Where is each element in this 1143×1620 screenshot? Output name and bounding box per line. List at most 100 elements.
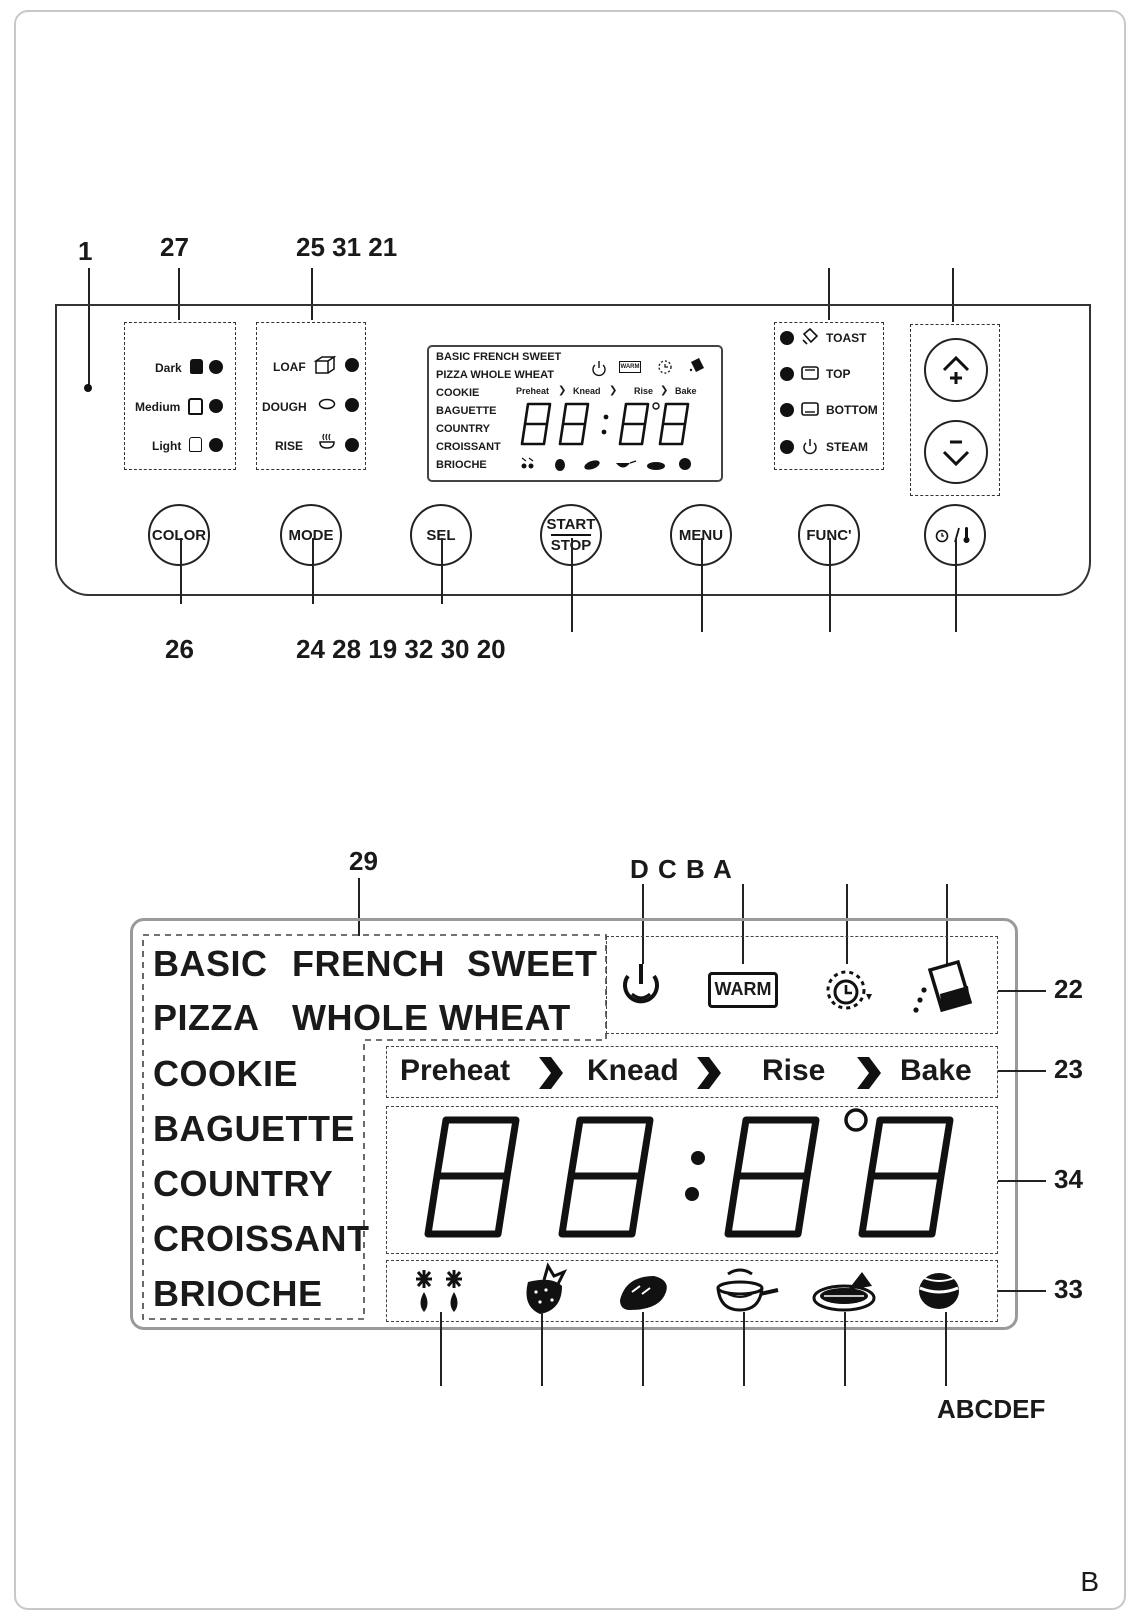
leader-line [358, 878, 360, 936]
program-region-outline [142, 934, 607, 1320]
color-button[interactable]: COLOR [148, 504, 210, 566]
mini-power-icon [592, 361, 606, 377]
rise-steam-icon [319, 433, 335, 449]
loaf-medium-icon [188, 398, 203, 415]
yogurt-bowl-icon [716, 1268, 779, 1312]
lcd-program: COUNTRY [153, 1163, 334, 1204]
leader-line [998, 1180, 1046, 1182]
leader-line [312, 538, 314, 604]
toast-icon [802, 327, 819, 345]
callout-34: 34 [1054, 1164, 1083, 1194]
time-digit-region [386, 1106, 998, 1254]
leader-line [998, 1290, 1046, 1292]
rice-cake-icon [919, 1273, 959, 1309]
mode-button[interactable]: MODE [280, 504, 342, 566]
stage-rise: Rise [762, 1054, 826, 1087]
stage-chevron-icon [539, 1057, 563, 1089]
leader-line [701, 538, 703, 632]
mode-label-loaf: LOAF [273, 360, 306, 374]
mini-bottom-icons [521, 457, 691, 471]
leader-line [178, 268, 180, 320]
callout-23: 23 [1054, 1054, 1083, 1084]
lcd-program-pizza: PIZZA [153, 997, 260, 1038]
increase-button[interactable] [924, 338, 988, 402]
mini-stage-rise: Rise [634, 386, 654, 396]
stage-preheat: Preheat [400, 1054, 511, 1087]
top-heat-icon [801, 366, 819, 380]
leader-line [541, 1312, 543, 1386]
mode-indicator-group [256, 322, 366, 470]
stop-label: STOP [551, 538, 592, 553]
leader-line [440, 1312, 442, 1386]
lcd-program-whole-wheat: WHOLE WHEAT [292, 997, 571, 1038]
stage-chevron-icon [697, 1057, 721, 1089]
lcd-program: CROISSANT [153, 1218, 370, 1259]
lcd-program-basic: BASIC [153, 943, 268, 984]
status-icon-region [606, 936, 998, 1034]
leader-line [945, 1312, 947, 1386]
mini-stage-chevron: ❯ [609, 385, 618, 396]
callout-abcdef: ABCDEF [937, 1394, 1046, 1424]
mini-stage-chevron: ❯ [558, 385, 567, 396]
page-frame [14, 10, 1126, 1610]
led-toast [780, 331, 794, 345]
mode-label-dough: DOUGH [262, 400, 307, 414]
led-rise [345, 438, 359, 452]
mini-stage-chevron: ❯ [660, 385, 669, 396]
cake-pizza-icon [812, 1272, 876, 1312]
callout-25-31-21: 25 31 21 [296, 232, 398, 262]
leader-line [743, 1312, 745, 1386]
leader-line [846, 884, 848, 964]
leader-line [742, 884, 744, 964]
start-label: START [546, 516, 596, 533]
stage-bake: Bake [900, 1054, 972, 1087]
mini-stage-knead: Knead [573, 386, 601, 396]
chevron-up-plus-icon [942, 355, 970, 384]
function-indicator-group [774, 322, 884, 470]
led-steam [780, 440, 794, 454]
bottom-heat-icon [801, 402, 819, 416]
panel-top-edge [55, 304, 1091, 306]
leader-line [998, 990, 1046, 992]
mini-stage-bake: Bake [675, 386, 697, 396]
warm-indicator: WARM [708, 972, 778, 1008]
leader-line [642, 884, 644, 964]
lcd-program: COOKIE [153, 1053, 299, 1094]
leader-line [844, 1312, 846, 1386]
stage-chevron-icon [857, 1057, 881, 1089]
adjust-button-group [910, 324, 1000, 496]
led-loaf [345, 358, 359, 372]
lcd-program: BRIOCHE [153, 1273, 323, 1314]
leader-line [441, 538, 443, 604]
lcd-program-french: FRENCH [292, 943, 445, 984]
leader-line [998, 1070, 1046, 1072]
color-label-light: Light [152, 439, 182, 453]
mini-lcd-program: COOKIE [436, 387, 480, 399]
lcd-display [130, 918, 1018, 1330]
led-bottom [780, 403, 794, 417]
func-label-top: TOP [826, 367, 851, 381]
seven-segment-time-display [424, 1108, 954, 1238]
callout-d-c-b-a: D C B A [630, 854, 733, 884]
led-dough [345, 398, 359, 412]
mini-lcd-programs-row2: PIZZA WHOLE WHEAT [436, 369, 554, 381]
chevron-down-minus-icon [942, 440, 970, 467]
func-label-steam: STEAM [826, 440, 868, 454]
loaf-dark-icon [190, 359, 203, 374]
leader-line [311, 268, 313, 320]
keep-warm-power-icon [623, 964, 659, 1004]
mini-stage-preheat: Preheat [516, 386, 550, 396]
mode-label-rise: RISE [275, 439, 304, 453]
bread-loaf-icon [620, 1276, 667, 1310]
led-light [209, 438, 223, 452]
mini-pour-icon [689, 358, 704, 372]
mini-seven-segment-digits [520, 402, 690, 446]
mini-lcd-program: CROISSANT [436, 441, 501, 453]
callout-24-28-19-32-30-20: 24 28 19 32 30 20 [296, 634, 506, 664]
loaf-cube-icon [313, 355, 337, 374]
recipe-icon-region [386, 1260, 998, 1322]
start-stop-divider [551, 534, 591, 536]
leader-line [828, 268, 830, 320]
decrease-button[interactable] [924, 420, 988, 484]
steam-icon [803, 439, 817, 455]
